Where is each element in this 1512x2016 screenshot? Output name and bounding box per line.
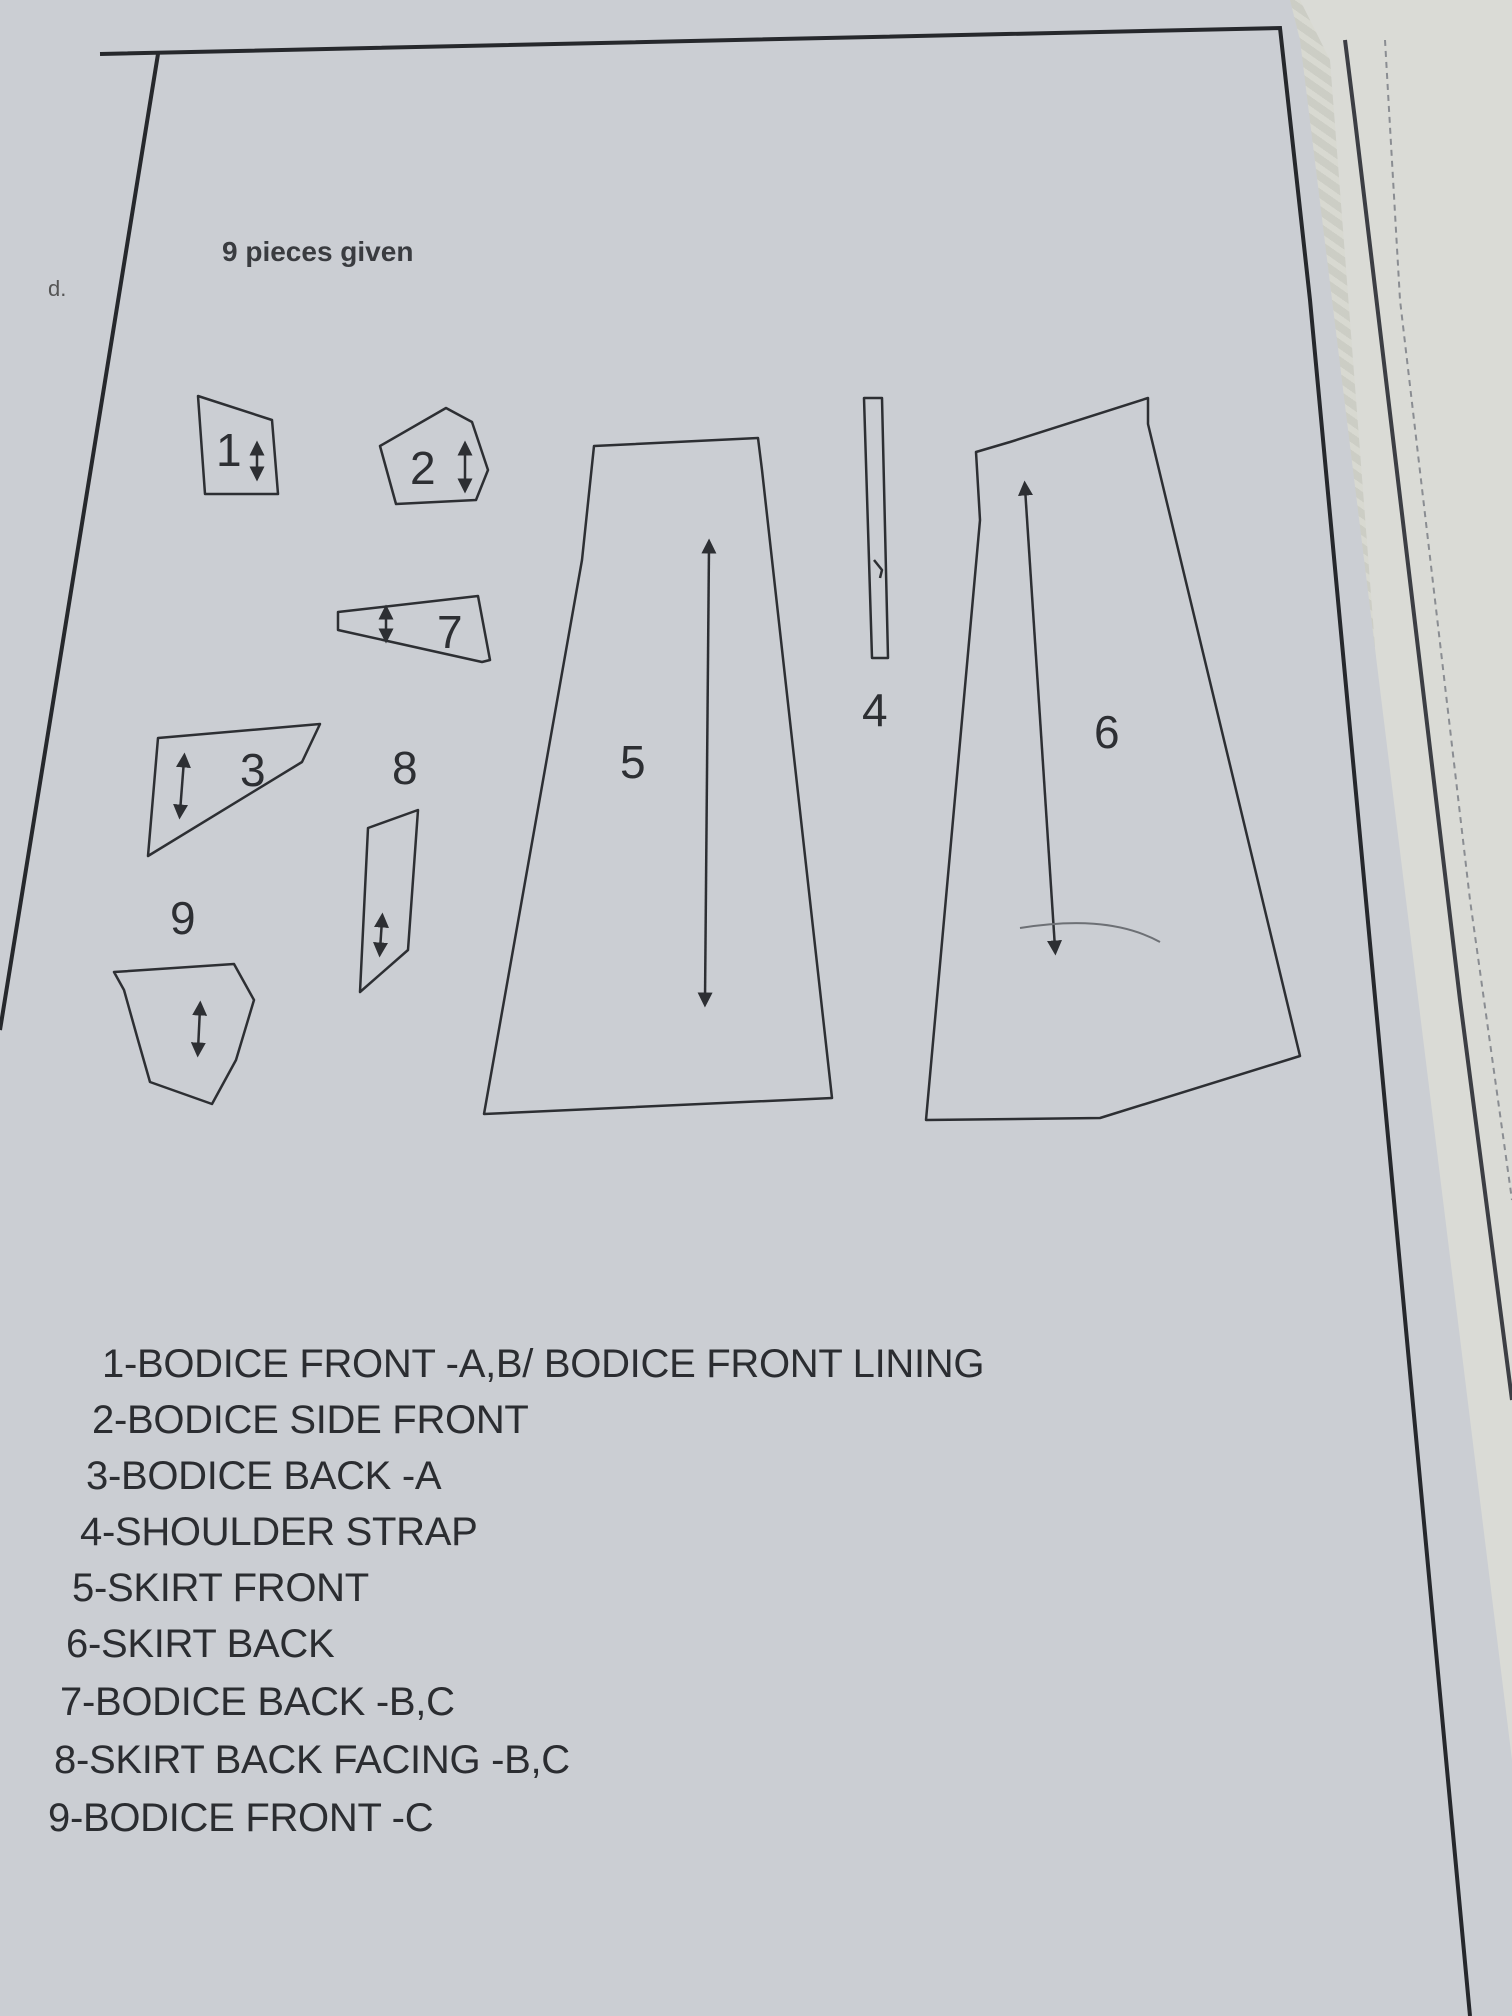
pattern-piece-6 xyxy=(924,396,1302,1122)
piece-number-6: 6 xyxy=(1094,706,1120,758)
piece-number-8: 8 xyxy=(392,742,418,794)
pattern-piece-1 xyxy=(196,394,280,496)
piece-number-7: 7 xyxy=(437,606,463,658)
stitched-edge xyxy=(1384,39,1512,1201)
piece-number-9: 9 xyxy=(170,892,196,944)
paper-edge xyxy=(1343,39,1512,1401)
piece-number-5: 5 xyxy=(620,736,646,788)
piece-number-1: 1 xyxy=(216,424,242,476)
margin-mark: d. xyxy=(48,276,67,301)
piece-number-4: 4 xyxy=(862,684,888,736)
pattern-piece-9 xyxy=(112,962,256,1106)
piece-number-2: 2 xyxy=(410,442,436,494)
pattern-piece-3 xyxy=(146,722,322,858)
page-border xyxy=(99,25,1472,2016)
pattern-piece-7 xyxy=(336,594,492,664)
piece-number-3: 3 xyxy=(240,744,266,796)
pattern-piece-8 xyxy=(358,808,420,994)
pattern-piece-2 xyxy=(378,406,490,506)
pattern-piece-4 xyxy=(862,396,890,660)
pieces-caption: 9 pieces given xyxy=(222,236,414,267)
page-border-left xyxy=(0,53,160,1031)
pattern-piece-5 xyxy=(482,436,834,1116)
